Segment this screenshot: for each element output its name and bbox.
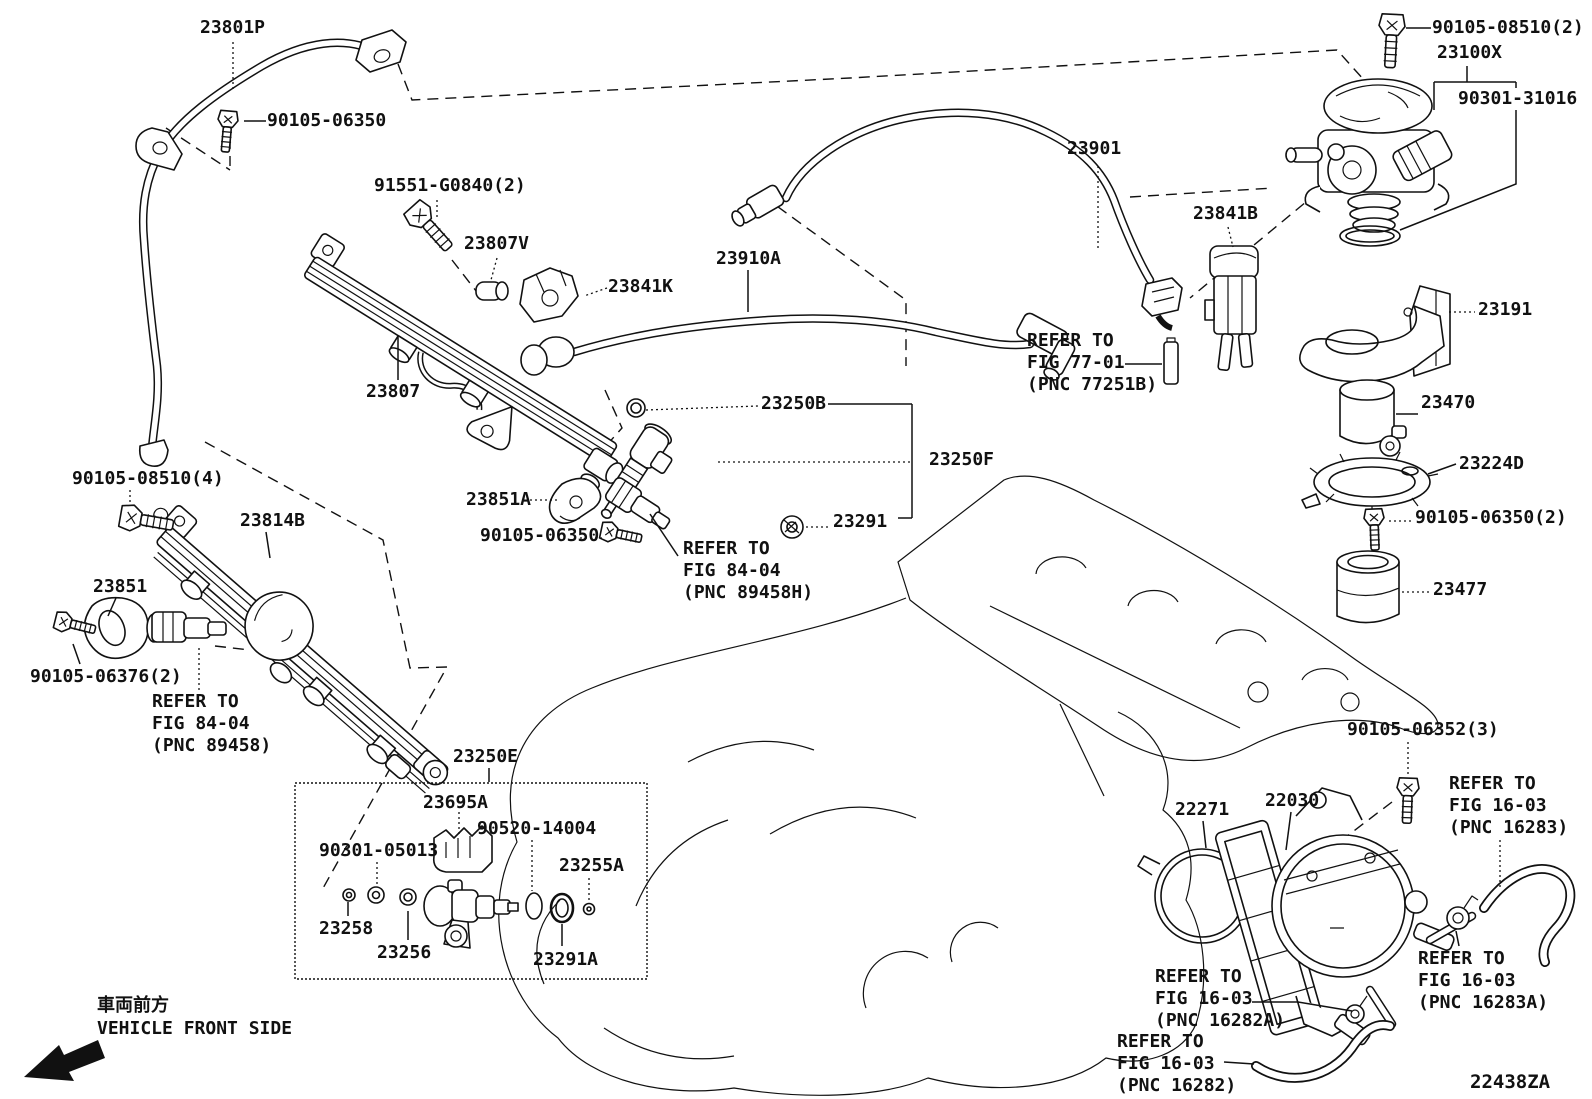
injector-23291a-assembly-art xyxy=(424,880,518,948)
part-label-23851: 23851 xyxy=(93,576,148,597)
part-label-90301-05013: 90301-05013 xyxy=(319,840,439,861)
part-label-90105-06350-b: 90105-06350 xyxy=(480,525,600,546)
part-label-23224d: 23224D xyxy=(1459,453,1525,474)
part-label-refer-84-04h: REFER TO FIG 84-04 (PNC 89458H) xyxy=(683,538,814,603)
part-label-refer-16283a: REFER TO FIG 16-03 (PNC 16283A) xyxy=(1418,948,1549,1013)
part-label-23477: 23477 xyxy=(1433,579,1488,600)
part-label-23901: 23901 xyxy=(1067,138,1122,159)
part-label-23250b: 23250B xyxy=(761,393,827,414)
part-label-23841k: 23841K xyxy=(608,276,674,297)
pulsation-damper-23470-art xyxy=(1340,380,1406,456)
part-label-90105-08510-4: 90105-08510(4) xyxy=(72,468,224,489)
fuel-delivery-pipe-23807-art xyxy=(274,232,647,514)
spacer-23807v-art xyxy=(476,282,508,300)
injector-kit-box-art xyxy=(295,783,647,979)
fuel-delivery-pipe-23814b-art xyxy=(124,490,472,807)
fuel-pipe-23910a-art xyxy=(521,311,1080,382)
part-label-23256: 23256 xyxy=(377,942,432,963)
gasket-23224d-art xyxy=(1302,452,1438,514)
part-label-refer-84-04: REFER TO FIG 84-04 (PNC 89458) xyxy=(152,691,272,756)
part-label-23191: 23191 xyxy=(1478,299,1533,320)
leader-lines xyxy=(73,28,1516,1064)
part-label-90105-06376-2: 90105-06376(2) xyxy=(30,666,182,687)
pump-bracket-23191-art xyxy=(1300,286,1450,382)
part-label-91551-g0840-2: 91551-G0840(2) xyxy=(374,175,526,196)
part-label-refer-16282a: REFER TO FIG 16-03 (PNC 16282A) xyxy=(1155,966,1286,1031)
part-label-23814b: 23814B xyxy=(240,510,306,531)
connector-23841b-art xyxy=(1205,246,1258,371)
part-label-90105-08510-2: 90105-08510(2) xyxy=(1432,17,1584,38)
sensor-23851-art xyxy=(84,598,148,659)
engine-outline-art xyxy=(499,476,1438,1095)
fuel-pipe-23801p-art xyxy=(136,30,406,466)
vehicle-front-note-en: VEHICLE FRONT SIDE xyxy=(97,1018,293,1039)
part-label-23291: 23291 xyxy=(833,511,888,532)
part-label-90301-31016: 90301-31016 xyxy=(1458,88,1578,109)
bracket-23841k-art xyxy=(520,268,578,322)
part-label-23841b: 23841B xyxy=(1193,203,1259,224)
vehicle-front-note-jp: 車両前方 xyxy=(97,995,169,1016)
seal-23291-art xyxy=(781,516,803,538)
hose-and-clamp-art xyxy=(1256,869,1570,1078)
part-label-23291a: 23291A xyxy=(533,949,599,970)
part-label-23801p: 23801P xyxy=(200,17,266,38)
part-label-90105-06352-3: 90105-06352(3) xyxy=(1347,719,1499,740)
part-label-23807: 23807 xyxy=(366,381,421,402)
part-label-22030: 22030 xyxy=(1265,790,1320,811)
vehicle-front-arrow-icon xyxy=(24,1040,105,1081)
drawing-code: 22438ZA xyxy=(1470,1071,1551,1093)
part-label-refer-16282: REFER TO FIG 16-03 (PNC 16282) xyxy=(1117,1031,1237,1096)
sensor-89458-art xyxy=(147,612,226,642)
part-label-refer-16283: REFER TO FIG 16-03 (PNC 16283) xyxy=(1449,773,1569,838)
fuel-pipe-23901-art xyxy=(728,113,1182,328)
part-label-23470: 23470 xyxy=(1421,392,1476,413)
part-label-23851a: 23851A xyxy=(466,489,532,510)
part-label-90105-06350-a: 90105-06350 xyxy=(267,110,387,131)
part-label-23695a: 23695A xyxy=(423,792,489,813)
fuel-pump-23100x-art xyxy=(1286,79,1454,246)
part-label-23807v: 23807V xyxy=(464,233,530,254)
part-label-23250f: 23250F xyxy=(929,449,995,470)
throttle-body-22030-art xyxy=(1214,788,1455,1046)
clamp-23851a-art xyxy=(550,478,601,523)
pipe-77251b-art xyxy=(1164,338,1178,384)
part-label-23100x: 23100X xyxy=(1437,42,1503,63)
sensor-89458h-art xyxy=(604,476,675,535)
part-label-23258: 23258 xyxy=(319,918,374,939)
part-label-23255a: 23255A xyxy=(559,855,625,876)
part-label-23910a: 23910A xyxy=(716,248,782,269)
construction-dashes xyxy=(166,50,1392,890)
part-label-90105-06350-2: 90105-06350(2) xyxy=(1415,507,1567,528)
part-label-23250e: 23250E xyxy=(453,746,519,767)
clip-23695a-art xyxy=(434,826,492,872)
part-label-refer-77-01: REFER TO FIG 77-01 (PNC 77251B) xyxy=(1027,330,1158,395)
oring-23250b-art xyxy=(627,399,645,417)
part-label-22271: 22271 xyxy=(1175,799,1230,820)
spacer-23477-art xyxy=(1337,551,1399,623)
part-label-90520-14004: 90520-14004 xyxy=(477,818,597,839)
